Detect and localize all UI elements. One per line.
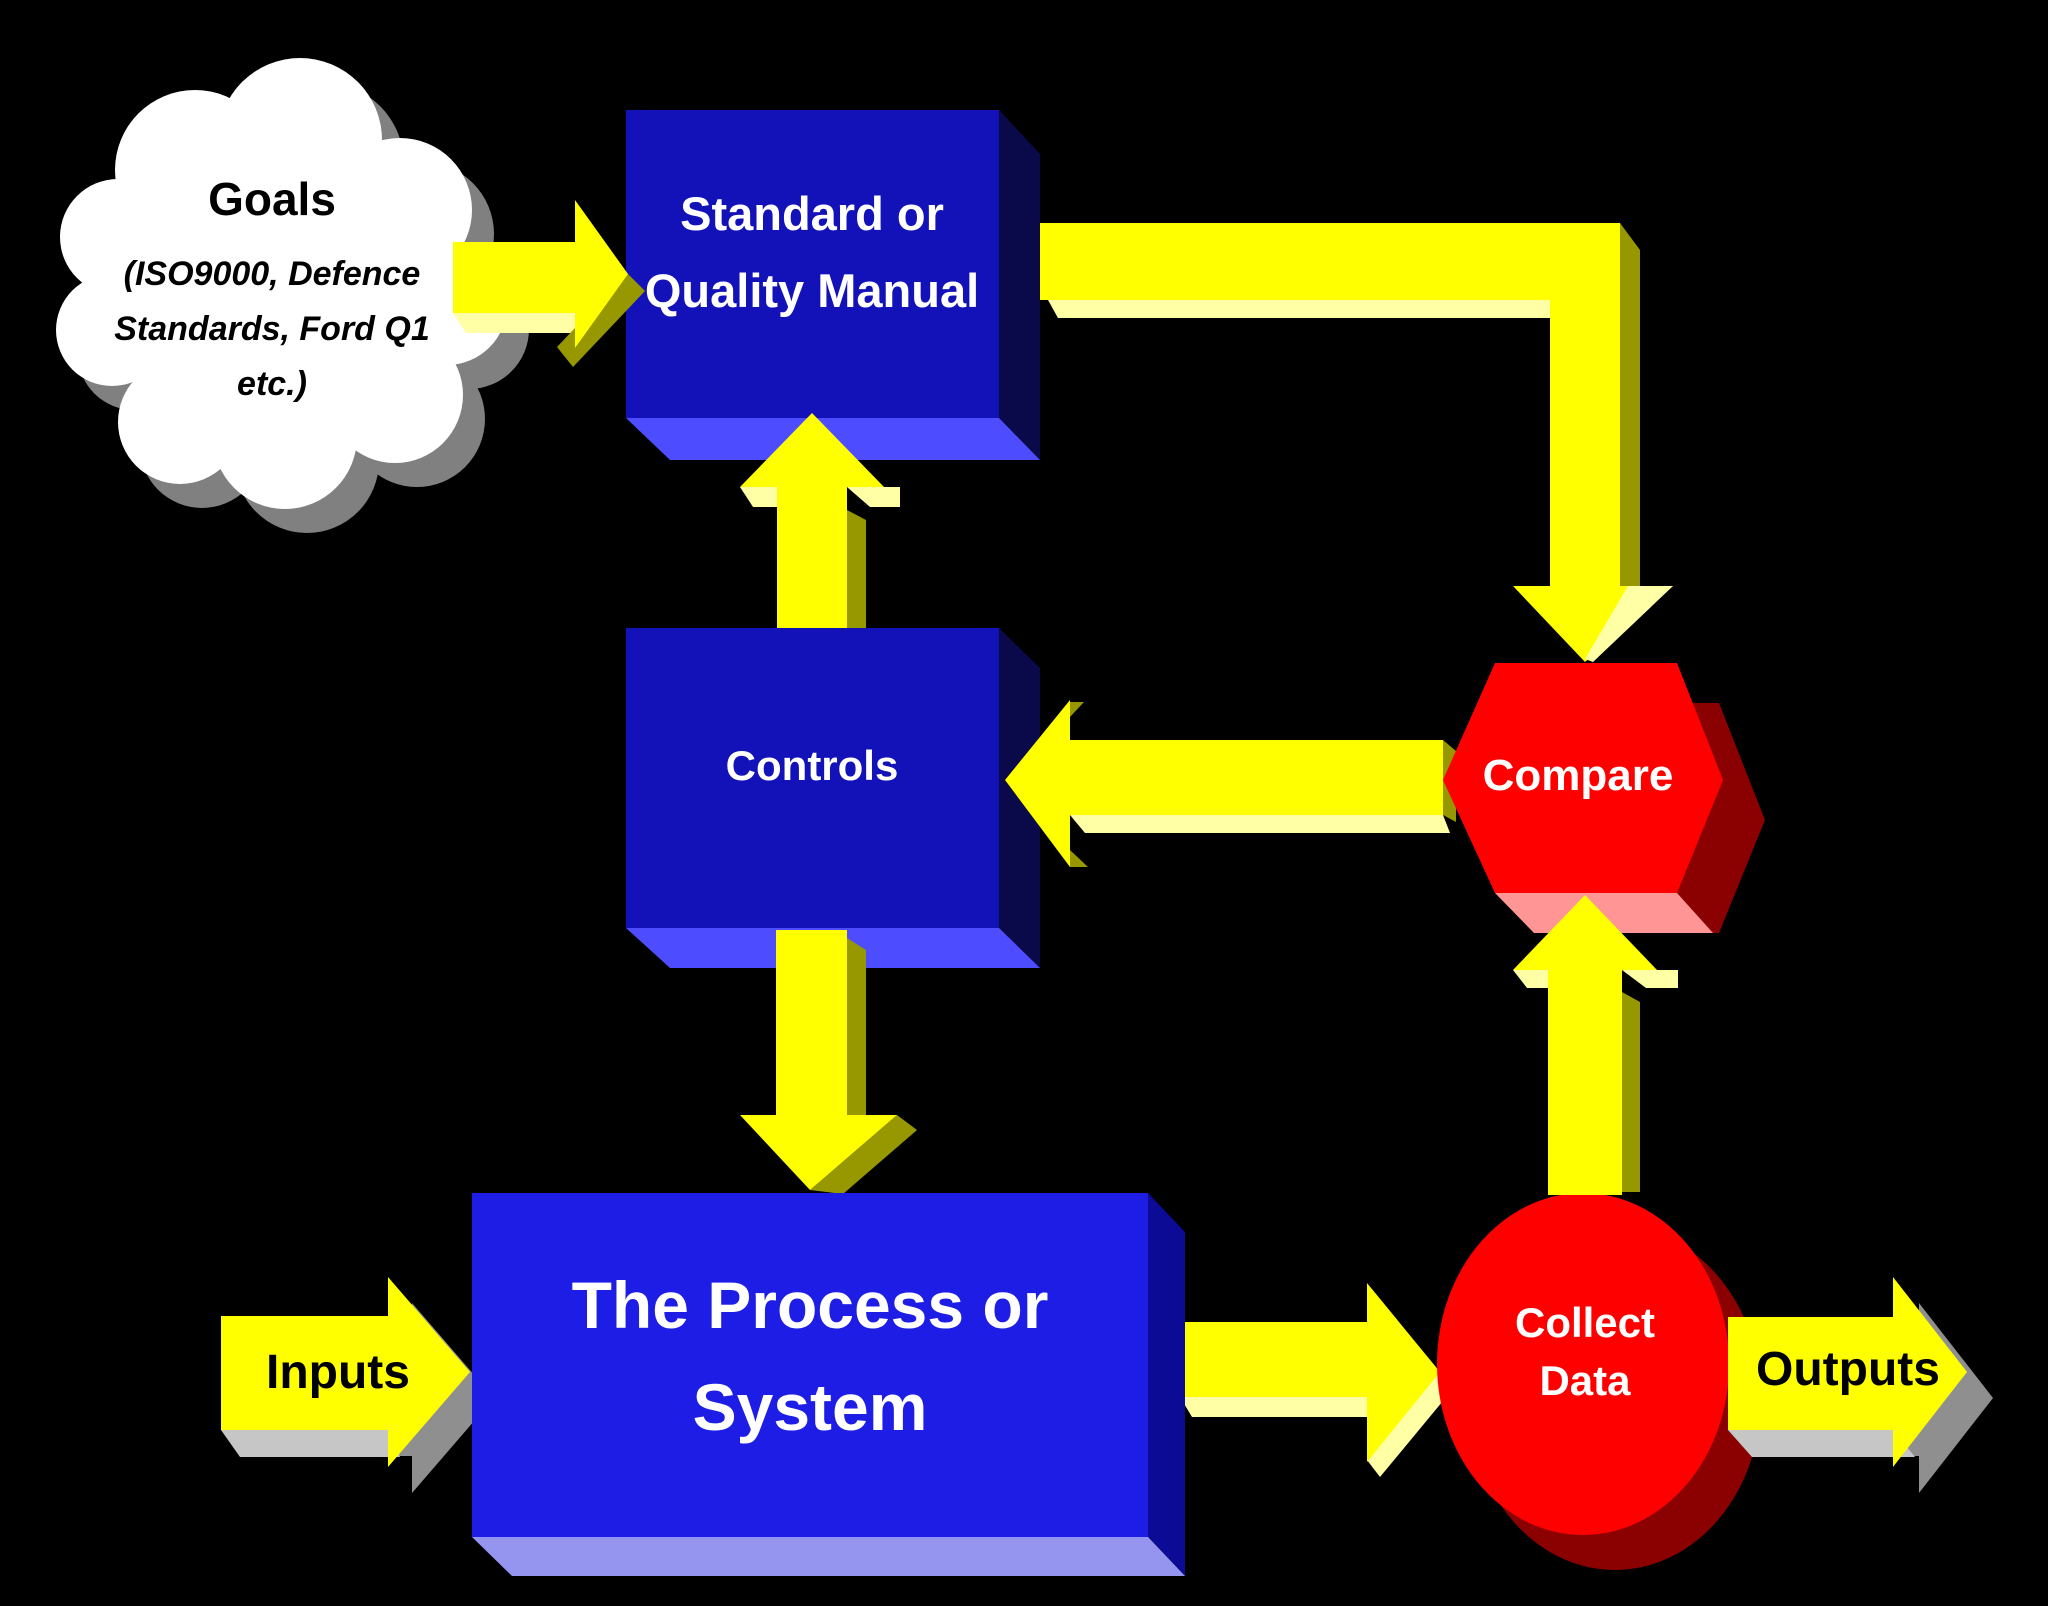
- outputs-label: Outputs: [1756, 1343, 1940, 1396]
- goals-cloud-body: [56, 58, 507, 509]
- compare-hexagon-bevel-bottom: [1495, 893, 1713, 933]
- inputs-arrow: Inputs: [221, 1277, 494, 1493]
- standard-quality-manual-box: Standard or Quality Manual: [626, 110, 1040, 460]
- collect-data-face: [1437, 1193, 1729, 1535]
- arrow-controls-to-process: [740, 930, 917, 1194]
- standard-box-face: [626, 110, 999, 418]
- arrow-collect-to-compare: [1513, 895, 1678, 1195]
- arrow-controls-to-standard: [740, 413, 900, 628]
- compare-hexagon: Compare: [1443, 663, 1765, 933]
- goals-subtitle-line3: etc.): [237, 365, 307, 403]
- controls-box: Controls: [626, 628, 1040, 968]
- goals-subtitle-line1: (ISO9000, Defence: [124, 255, 421, 293]
- standard-box-label-line2: Quality Manual: [645, 264, 979, 317]
- collect-data-ellipse: [1437, 1193, 1761, 1570]
- outputs-arrow: Outputs: [1728, 1277, 1993, 1493]
- inputs-label: Inputs: [266, 1346, 410, 1399]
- arrow-goals-to-standard: [453, 200, 645, 367]
- compare-label: Compare: [1483, 751, 1674, 800]
- process-box-bevel-right: [1148, 1193, 1185, 1576]
- collect-data-label: Collect Data: [1515, 1299, 1655, 1404]
- arrow-standard-to-compare: [1040, 223, 1673, 662]
- process-box-label-line1: The Process or: [572, 1268, 1049, 1342]
- controls-box-label: Controls: [726, 742, 899, 789]
- standard-box-bevel-right: [999, 110, 1040, 460]
- controls-box-face: [626, 628, 999, 928]
- process-box-bevel-bottom: [472, 1537, 1185, 1576]
- collect-data-label-line2: Data: [1539, 1357, 1631, 1404]
- standard-box-label-line1: Standard or: [680, 187, 944, 240]
- compare-hexagon-face: [1443, 663, 1723, 893]
- process-system-box: The Process or System: [472, 1193, 1185, 1576]
- arrow-process-to-collect: [1180, 1283, 1452, 1477]
- process-box-face: [472, 1193, 1148, 1537]
- arrow-compare-to-controls: [1005, 700, 1456, 867]
- collect-data-label-line1: Collect: [1515, 1299, 1655, 1346]
- process-box-label-line2: System: [693, 1370, 928, 1444]
- goals-title: Goals: [208, 173, 336, 225]
- goals-subtitle-line2: Standards, Ford Q1: [114, 310, 430, 348]
